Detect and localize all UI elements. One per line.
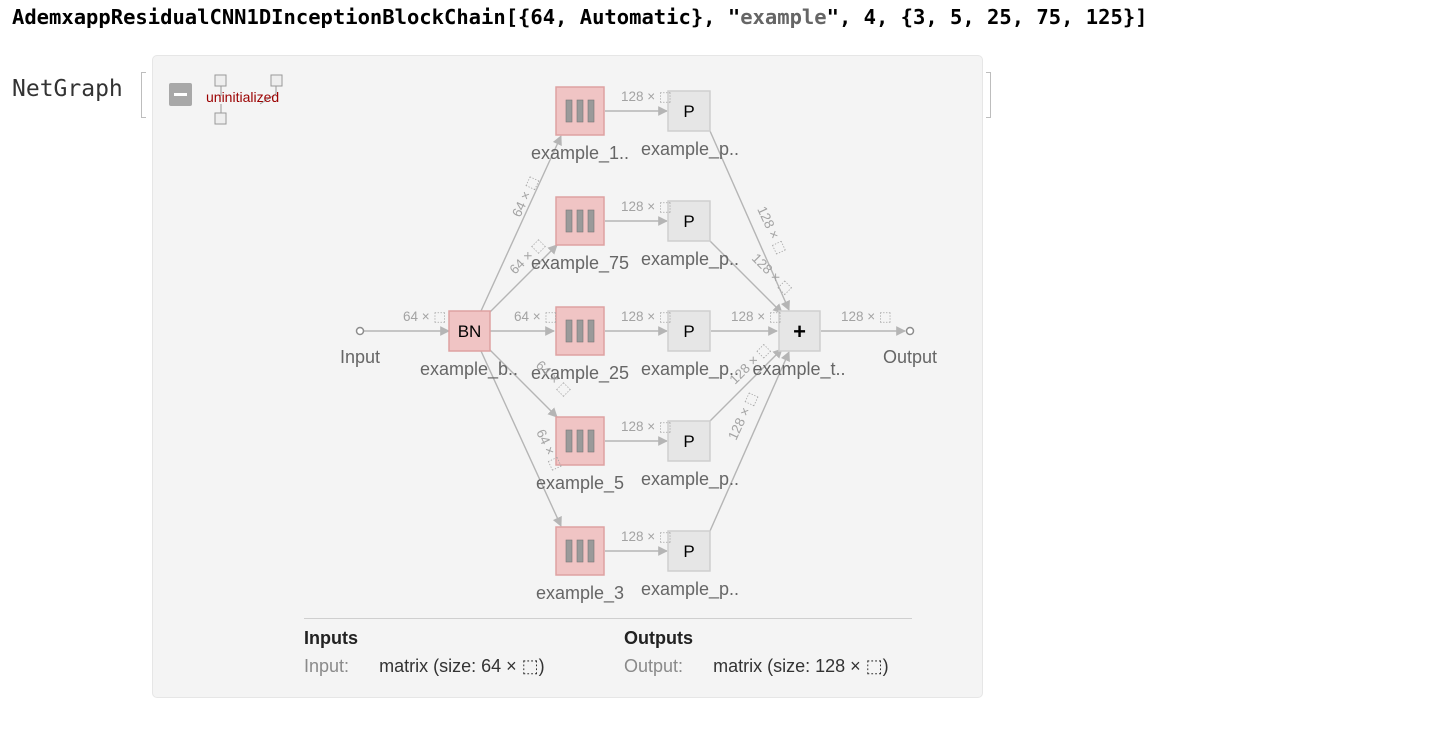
pool-node-5[interactable]: P xyxy=(667,530,711,572)
input-port-row: Input: matrix (size: 64 × ⬚) xyxy=(304,656,545,677)
edge-bn-c1 xyxy=(480,135,562,312)
conv-node-2-label: example_75 xyxy=(531,253,629,274)
input-expression[interactable]: AdemxappResidualCNN1DInceptionBlockChain… xyxy=(12,5,1148,29)
status-label: uninitialized xyxy=(206,89,280,105)
dim-p5-tot: 128 × ⬚ xyxy=(725,390,760,442)
conv-node-3[interactable] xyxy=(555,306,605,356)
edge-p1-tot xyxy=(709,130,790,311)
pool-node-2-label: example_p.. xyxy=(641,249,739,270)
pool-node-2[interactable]: P xyxy=(667,200,711,242)
conv-node-3-label: example_25 xyxy=(531,363,629,384)
conv-node-1-label: example_1.. xyxy=(531,143,629,164)
conv-bars-icon xyxy=(565,209,595,233)
dim-tot-output: 128 × ⬚ xyxy=(841,309,892,324)
dim-p3-tot: 128 × ⬚ xyxy=(731,309,782,324)
output-port-type: matrix (size: 128 × ⬚) xyxy=(713,656,889,676)
batchnorm-node-text: BN xyxy=(458,322,482,341)
pool-node-5-label: example_p.. xyxy=(641,579,739,600)
batchnorm-node[interactable]: BN xyxy=(448,310,491,352)
edges xyxy=(364,106,906,556)
conv-node-1[interactable] xyxy=(555,86,605,136)
dim-input-bn: 64 × ⬚ xyxy=(403,309,446,324)
left-bracket xyxy=(141,72,146,118)
function-name: AdemxappResidualCNN1DInceptionBlockChain xyxy=(12,5,506,29)
batchnorm-node-label: example_b.. xyxy=(420,359,518,380)
pool-node-4[interactable]: P xyxy=(667,420,711,462)
pool-node-4-label: example_p.. xyxy=(641,469,739,490)
edge-p5-tot xyxy=(709,351,790,532)
ports-divider xyxy=(304,618,912,619)
dim-p2-tot: 128 × ⬚ xyxy=(749,251,795,297)
pool-node-3-label: example_p.. xyxy=(641,359,739,380)
pool-node-2-text: P xyxy=(683,212,694,231)
total-node[interactable]: + xyxy=(778,310,821,352)
dim-bn-c3: 64 × ⬚ xyxy=(514,309,557,324)
args-suffix: , 4, {3, 5, 25, 75, 125}] xyxy=(838,5,1148,29)
total-node-text: + xyxy=(793,319,806,344)
dim-c5-p5: 128 × ⬚ xyxy=(621,529,672,544)
inputs-title: Inputs xyxy=(304,628,358,648)
conv-bars-icon xyxy=(565,429,595,453)
conv-bars-icon xyxy=(565,99,595,123)
netgraph-panel xyxy=(152,55,983,698)
conv-node-4-label: example_5 xyxy=(536,473,624,494)
uninitialized-net-icon xyxy=(214,74,283,125)
output-port-dot[interactable] xyxy=(905,326,915,336)
dim-c1-p1: 128 × ⬚ xyxy=(621,89,672,104)
outputs-title: Outputs xyxy=(624,628,693,648)
conv-bars-icon xyxy=(565,319,595,343)
pool-node-1-text: P xyxy=(683,102,694,121)
conv-bars-icon xyxy=(565,539,595,563)
args-prefix: [{64, Automatic}, xyxy=(505,5,728,29)
pool-node-4-text: P xyxy=(683,432,694,451)
output-label: Output xyxy=(883,347,937,367)
edge-bn-c4 xyxy=(485,345,558,418)
total-node-label: example_t.. xyxy=(752,359,845,380)
pool-node-3-text: P xyxy=(683,322,694,341)
input-label: Input xyxy=(340,347,380,367)
output-port-name: Output: xyxy=(624,656,684,676)
input-port-dot[interactable] xyxy=(355,326,365,336)
conv-node-4[interactable] xyxy=(555,416,605,466)
pool-node-3[interactable]: P xyxy=(667,310,711,352)
right-bracket xyxy=(986,72,991,118)
edge-p4-tot xyxy=(709,348,783,422)
dim-p1-tot: 128 × ⬚ xyxy=(754,204,789,256)
dim-c3-p3: 128 × ⬚ xyxy=(621,309,672,324)
conv-node-5[interactable] xyxy=(555,526,605,576)
output-head: NetGraph xyxy=(12,76,123,102)
string-argument: example xyxy=(740,5,827,29)
edge-bn-c2 xyxy=(485,244,558,317)
pool-node-1-label: example_p.. xyxy=(641,139,739,160)
collapse-icon[interactable] xyxy=(169,83,192,106)
pool-node-5-text: P xyxy=(683,542,694,561)
conv-node-2[interactable] xyxy=(555,196,605,246)
dim-bn-c1: 64 × ⬚ xyxy=(509,174,541,219)
edge-p2-tot xyxy=(709,240,783,314)
input-port-type: matrix (size: 64 × ⬚) xyxy=(379,656,545,676)
input-port-name: Input: xyxy=(304,656,350,676)
dim-c4-p4: 128 × ⬚ xyxy=(621,419,672,434)
dim-c2-p2: 128 × ⬚ xyxy=(621,199,672,214)
pool-node-1[interactable]: P xyxy=(667,90,711,132)
output-port-row: Output: matrix (size: 128 × ⬚) xyxy=(624,656,889,677)
conv-node-5-label: example_3 xyxy=(536,583,624,604)
edge-bn-c5 xyxy=(480,350,562,527)
